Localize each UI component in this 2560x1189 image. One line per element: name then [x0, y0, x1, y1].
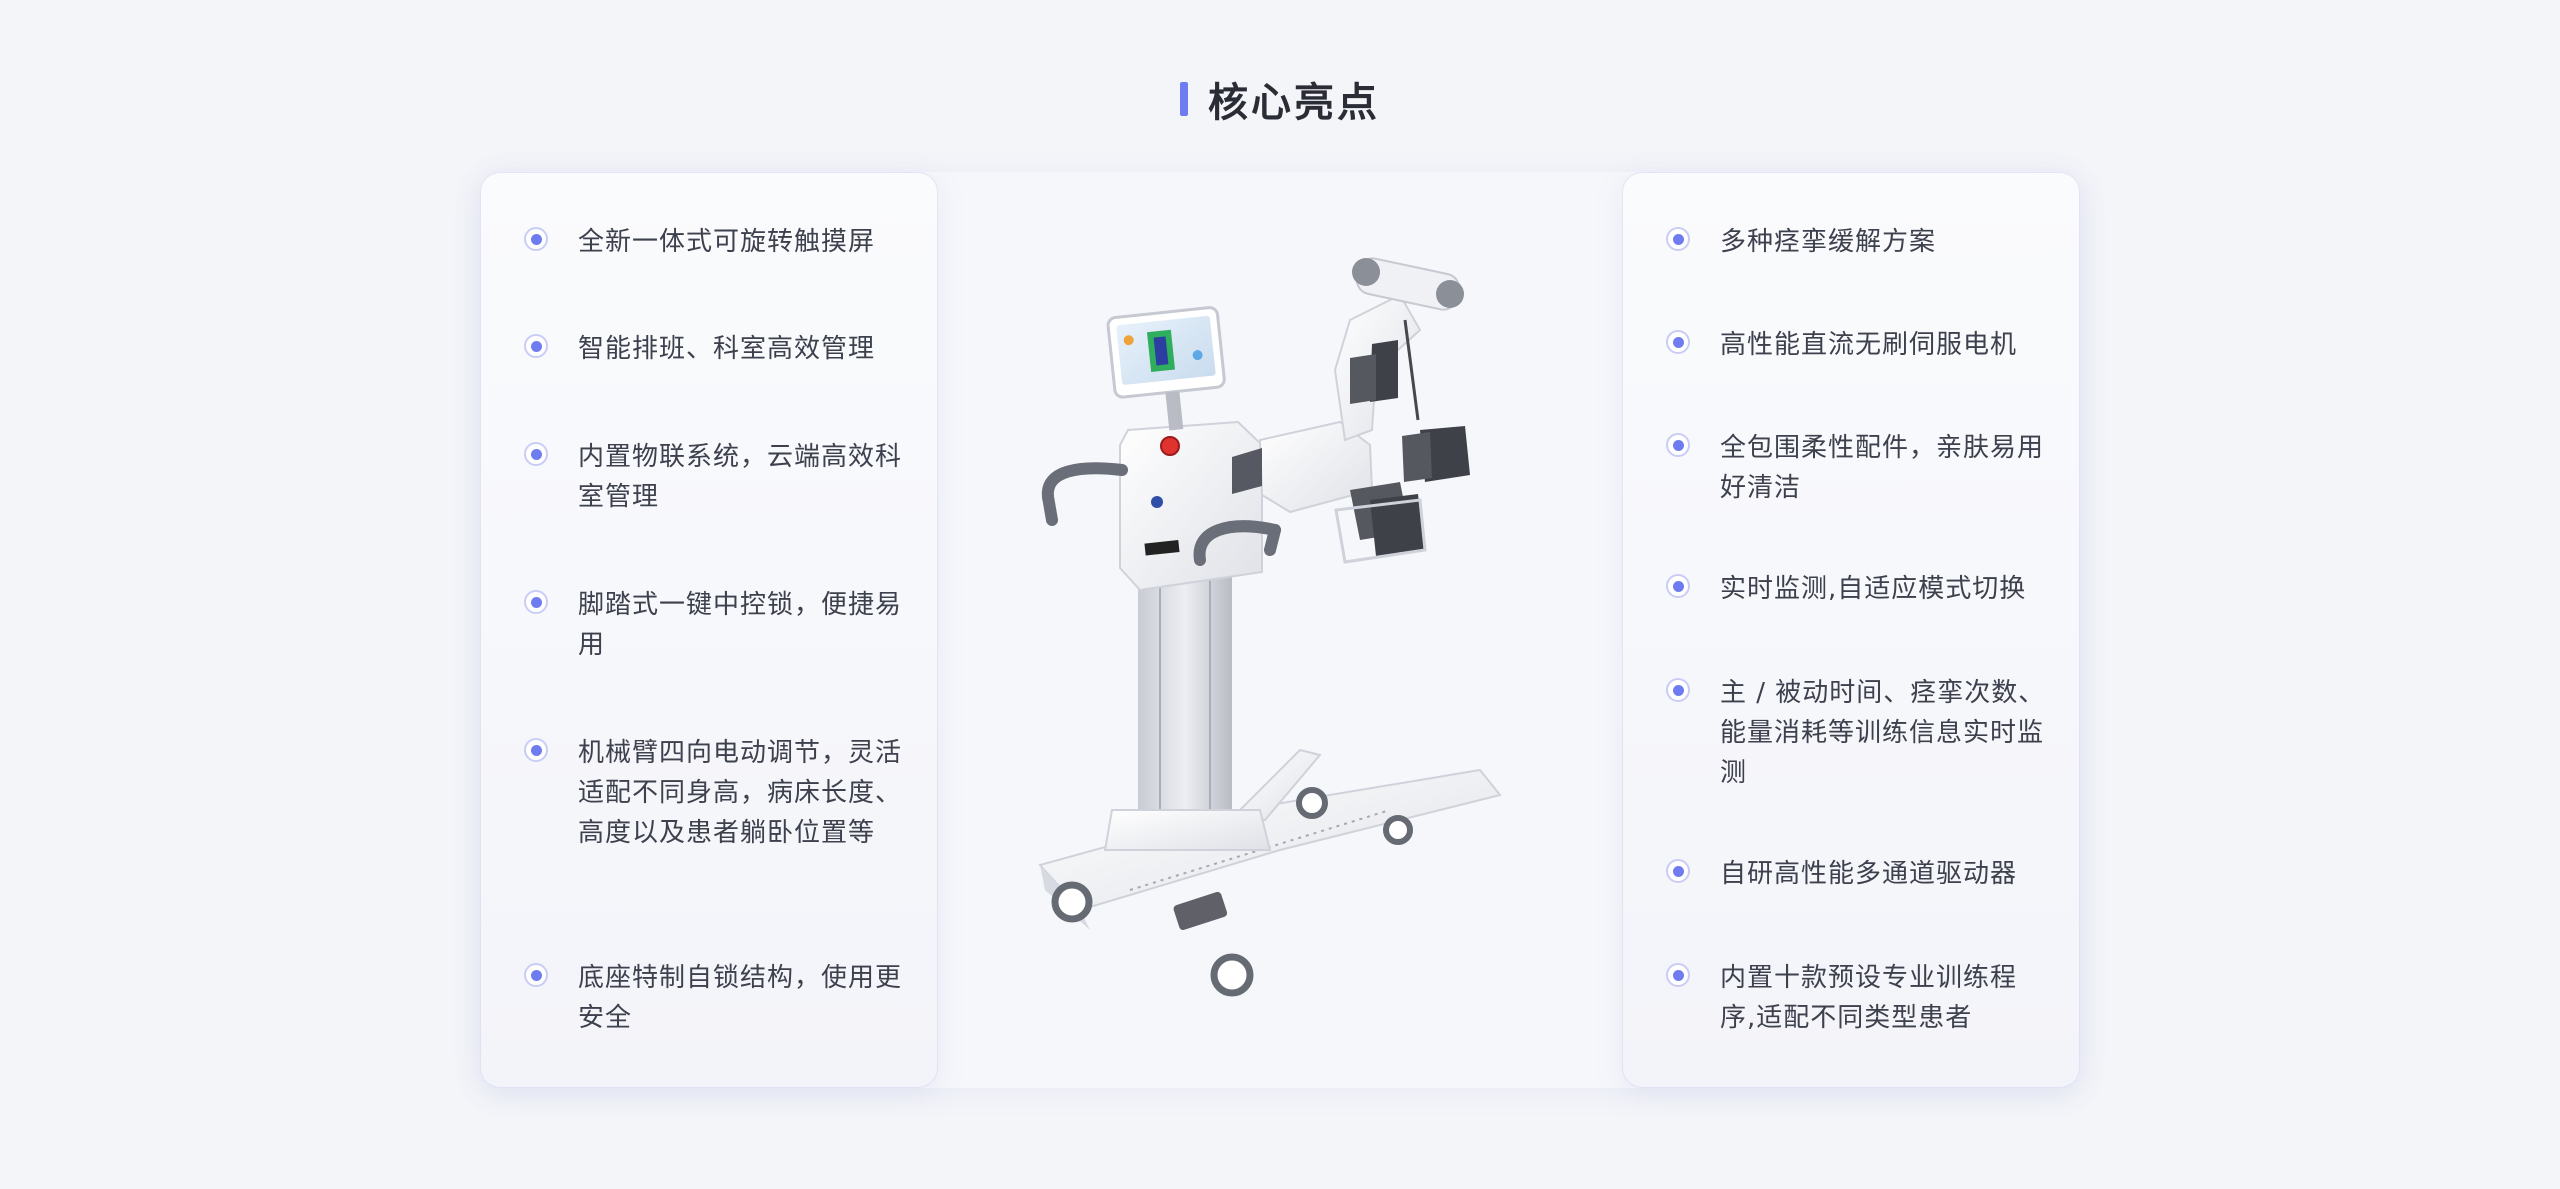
feature-text: 底座特制自锁结构，使用更安全: [578, 963, 903, 1033]
bullet-icon: [1666, 574, 1690, 598]
robotic-arm: [1232, 257, 1470, 564]
feature-item: 多种痉挛缓解方案: [1666, 222, 2046, 262]
bullet-icon: [1666, 227, 1690, 251]
feature-item: 主 / 被动时间、痉挛次数、能量消耗等训练信息实时监测: [1666, 673, 2046, 793]
title-accent-bar: [1180, 82, 1188, 116]
feature-item: 实时监测,自适应模式切换: [1666, 569, 2046, 609]
feature-text: 内置十款预设专业训练程序,适配不同类型患者: [1720, 963, 2018, 1033]
section-header: 核心亮点: [0, 70, 2560, 128]
bullet-icon: [1666, 678, 1690, 702]
feature-item: 机械臂四向电动调节，灵活适配不同身高，病床长度、高度以及患者躺卧位置等: [524, 733, 904, 853]
feature-text: 自研高性能多通道驱动器: [1720, 859, 2018, 889]
feature-item: 内置物联系统，云端高效科室管理: [524, 437, 904, 517]
bullet-icon: [1666, 963, 1690, 987]
bullet-icon: [524, 442, 548, 466]
bullet-icon: [1666, 330, 1690, 354]
left-feature-column: 全新一体式可旋转触摸屏 智能排班、科室高效管理 内置物联系统，云端高效科室管理 …: [480, 172, 938, 1088]
base-frame: [1038, 748, 1502, 997]
feature-item: 全包围柔性配件，亲肤易用好清洁: [1666, 428, 2046, 508]
bullet-icon: [524, 227, 548, 251]
feature-text: 高性能直流无刷伺服电机: [1720, 330, 2018, 360]
feature-item: 自研高性能多通道驱动器: [1666, 854, 2046, 894]
feature-item: 全新一体式可旋转触摸屏: [524, 222, 904, 262]
grip-handles: [1041, 462, 1281, 566]
section-title: 核心亮点: [1208, 80, 1380, 126]
bullet-icon: [1666, 859, 1690, 883]
feature-text: 内置物联系统，云端高效科室管理: [578, 442, 903, 512]
bullet-icon: [524, 590, 548, 614]
feature-item: 高性能直流无刷伺服电机: [1666, 325, 2046, 365]
feature-text: 全包围柔性配件，亲肤易用好清洁: [1720, 433, 2045, 503]
feature-text: 机械臂四向电动调节，灵活适配不同身高，病床长度、高度以及患者躺卧位置等: [578, 738, 903, 848]
feature-text: 主 / 被动时间、痉挛次数、能量消耗等训练信息实时监测: [1720, 678, 2046, 788]
bullet-icon: [524, 963, 548, 987]
lift-column: [1103, 550, 1272, 851]
bullet-icon: [1666, 433, 1690, 457]
touch-screen: [1106, 306, 1226, 431]
feature-text: 实时监测,自适应模式切换: [1720, 574, 2027, 604]
bullet-icon: [524, 334, 548, 358]
bullet-icon: [524, 738, 548, 762]
feature-text: 脚踏式一键中控锁，便捷易用: [578, 590, 903, 660]
rehab-device-image: [1038, 257, 1502, 997]
feature-text: 智能排班、科室高效管理: [578, 334, 876, 364]
feature-item: 内置十款预设专业训练程序,适配不同类型患者: [1666, 958, 2046, 1038]
control-housing: [1119, 420, 1263, 592]
right-feature-column: 多种痉挛缓解方案 高性能直流无刷伺服电机 全包围柔性配件，亲肤易用好清洁 实时监…: [1622, 172, 2080, 1088]
feature-text: 多种痉挛缓解方案: [1720, 227, 1937, 257]
feature-item: 脚踏式一键中控锁，便捷易用: [524, 585, 904, 665]
feature-item: 智能排班、科室高效管理: [524, 329, 904, 369]
feature-item: 底座特制自锁结构，使用更安全: [524, 958, 904, 1038]
feature-text: 全新一体式可旋转触摸屏: [578, 227, 876, 257]
